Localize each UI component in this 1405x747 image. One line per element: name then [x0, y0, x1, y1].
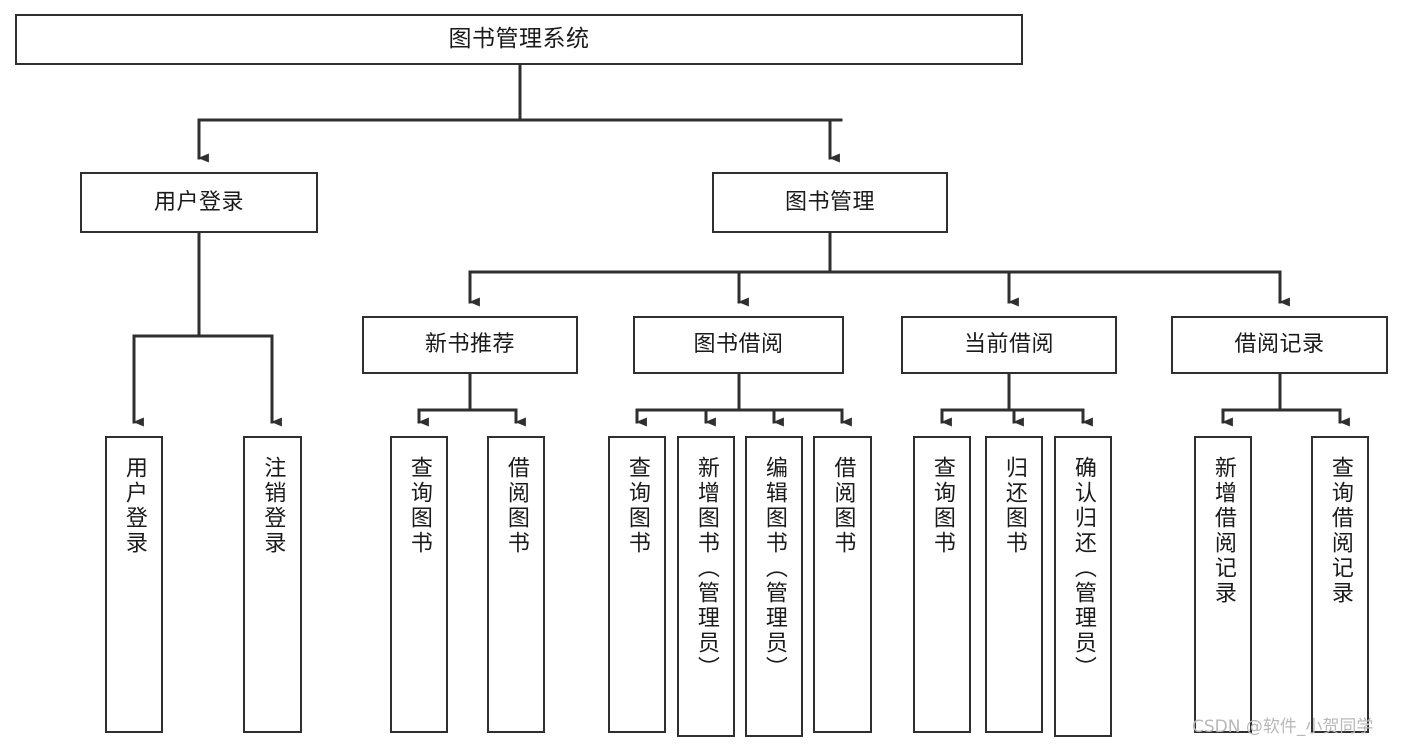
leaf-rec-query[interactable]: 查询图书: [390, 436, 448, 733]
leaf-borrow-edit[interactable]: 编辑图书（管理员）: [745, 436, 803, 737]
leaf-user-login-label: 用户登录: [121, 456, 147, 556]
leaf-rec-borrow[interactable]: 借阅图书: [487, 436, 545, 733]
leaf-borrow-borrow-label: 借阅图书: [830, 456, 856, 556]
node-borrow-record-label: 借阅记录: [1234, 332, 1325, 358]
leaf-rec-search[interactable]: 查询借阅记录: [1311, 436, 1369, 733]
node-borrow-record[interactable]: 借阅记录: [1171, 316, 1388, 374]
watermark: CSDN @软件_小贺同学: [1192, 717, 1374, 737]
node-book-manage[interactable]: 图书管理: [712, 172, 948, 233]
leaf-borrow-query-label: 查询图书: [624, 456, 650, 556]
leaf-cur-confirm[interactable]: 确认归还（管理员）: [1054, 436, 1112, 737]
leaf-cur-query-label: 查询图书: [929, 456, 955, 556]
leaf-user-login[interactable]: 用户登录: [105, 436, 163, 733]
leaf-cur-confirm-label: 确认归还（管理员）: [1070, 456, 1096, 681]
node-book-borrow[interactable]: 图书借阅: [633, 316, 844, 374]
node-user-login[interactable]: 用户登录: [80, 172, 318, 233]
leaf-borrow-edit-label: 编辑图书（管理员）: [761, 456, 787, 681]
leaf-cur-return-label: 归还图书: [1001, 456, 1027, 556]
leaf-rec-query-label: 查询图书: [406, 456, 432, 556]
node-root-label: 图书管理系统: [448, 26, 590, 53]
leaf-borrow-add[interactable]: 新增图书（管理员）: [677, 436, 735, 737]
node-current-borrow-label: 当前借阅: [963, 332, 1054, 358]
node-current-borrow[interactable]: 当前借阅: [901, 316, 1117, 374]
leaf-rec-search-label: 查询借阅记录: [1327, 456, 1353, 606]
leaf-borrow-add-label: 新增图书（管理员）: [693, 456, 719, 681]
node-book-manage-label: 图书管理: [784, 189, 875, 215]
leaf-rec-add-label: 新增借阅记录: [1210, 456, 1236, 606]
leaf-rec-add[interactable]: 新增借阅记录: [1194, 436, 1252, 733]
leaf-borrow-borrow[interactable]: 借阅图书: [813, 436, 872, 733]
node-new-book-rec[interactable]: 新书推荐: [362, 316, 578, 374]
leaf-cur-return[interactable]: 归还图书: [985, 436, 1043, 733]
leaf-borrow-query[interactable]: 查询图书: [608, 436, 666, 733]
leaf-cur-query[interactable]: 查询图书: [913, 436, 971, 733]
node-book-borrow-label: 图书借阅: [693, 332, 784, 358]
node-root[interactable]: 图书管理系统: [15, 14, 1023, 65]
leaf-user-logout-label: 注销登录: [260, 456, 286, 556]
leaf-user-logout[interactable]: 注销登录: [243, 436, 302, 733]
node-new-book-rec-label: 新书推荐: [424, 332, 515, 358]
leaf-rec-borrow-label: 借阅图书: [503, 456, 529, 556]
node-user-login-label: 用户登录: [153, 189, 244, 215]
